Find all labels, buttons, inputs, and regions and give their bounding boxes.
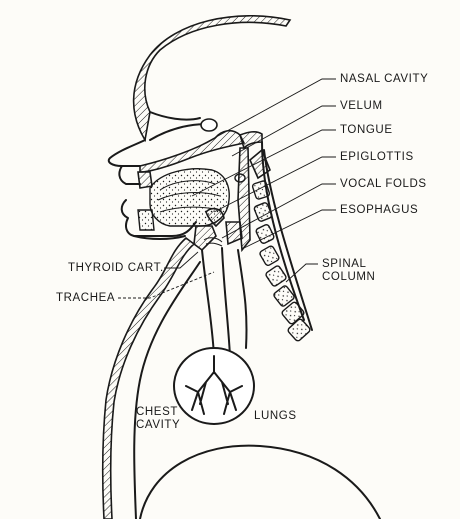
label-trachea: TRACHEA [56,292,115,305]
label-esophagus: ESOPHAGUS [340,204,418,217]
nose-face-outline [109,140,145,166]
label-tongue: TONGUE [340,124,393,137]
label-lungs: LUNGS [254,410,297,423]
esophagus-tube [238,250,247,348]
sinus-mark [201,119,217,131]
label-nasal-cavity: NASAL CAVITY [340,73,428,86]
label-velum: VELUM [340,100,383,113]
label-thyroid-cart: THYROID CART. [68,262,164,275]
thyroid-detail [226,222,242,244]
trachea-tube-inner [222,248,230,356]
lower-teeth [138,210,154,230]
trachea-tube [202,250,214,356]
label-spinal-column: SPINAL COLUMN [322,258,375,284]
label-chest-cavity: CHEST CAVITY [136,406,180,432]
skull-outline-inner [150,112,200,120]
larynx [194,226,216,250]
upper-teeth [138,172,152,188]
diaphragm-curve [140,446,380,519]
label-vocal-folds: VOCAL FOLDS [340,178,427,191]
label-epiglottis: EPIGLOTTIS [340,151,414,164]
upper-lip [119,166,140,184]
